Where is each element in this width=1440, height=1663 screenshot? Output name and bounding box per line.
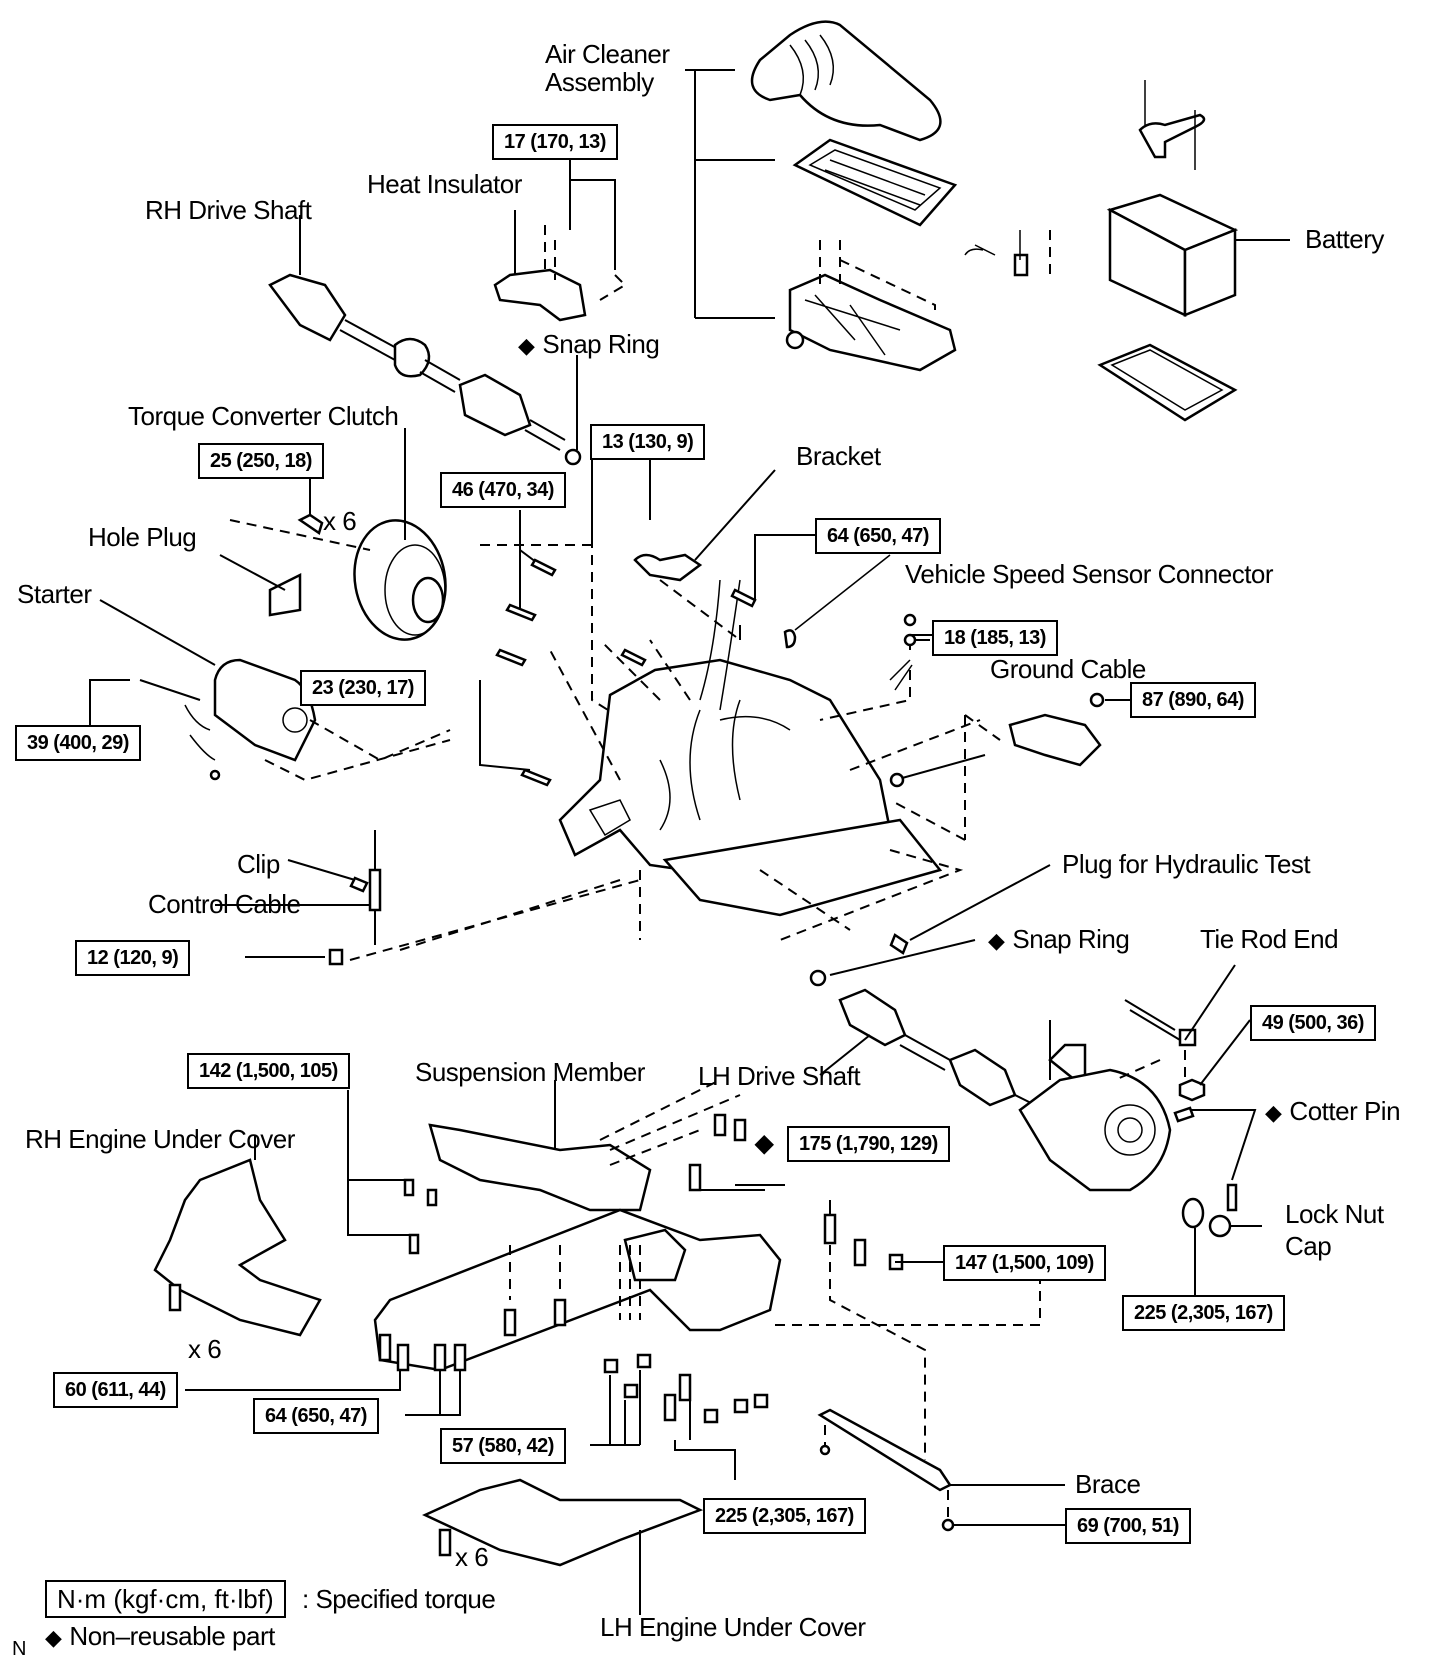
snap-ring-top-drawing: [480, 355, 641, 731]
battery-clamp: [1138, 80, 1206, 170]
suspension-bolts: [378, 1113, 1041, 1460]
torque-suspension-front-value: 175 (1,790, 129): [799, 1133, 938, 1155]
cotter-pin-text: Cotter Pin: [1289, 1096, 1401, 1126]
ground-cable-drawing: [819, 613, 975, 721]
lh-engine-under-cover-drawing: [422, 1478, 704, 1615]
label-rh-drive-shaft: RH Drive Shaft: [145, 195, 312, 225]
lh-drive-shaft-drawing: [819, 988, 1036, 1107]
label-tie-rod-end: Tie Rod End: [1200, 924, 1339, 954]
figure-marker: N: [12, 1638, 26, 1660]
legend-torque-desc: : Specified torque: [302, 1584, 496, 1614]
torque-member-center: 57 (580, 42): [440, 1428, 566, 1464]
label-air-cleaner-assembly-line2: Assembly: [545, 67, 654, 97]
cotter-pin-drawing: [1173, 1106, 1262, 1310]
air-filter: [792, 138, 958, 227]
transaxle-drawing: [399, 579, 981, 951]
non-reusable-icon: ◆: [45, 1625, 62, 1650]
torque-lock-nut: 225 (2,305, 167): [1122, 1295, 1285, 1331]
label-air-cleaner-assembly-line1: Air Cleaner: [545, 39, 670, 69]
label-control-cable: Control Cable: [148, 889, 301, 919]
label-rh-engine-under-cover: RH Engine Under Cover: [25, 1124, 295, 1154]
air-cleaner-leader: [685, 69, 775, 319]
label-heat-insulator: Heat Insulator: [367, 169, 522, 199]
non-reusable-icon: ◆: [755, 1130, 773, 1157]
qty-torque-converter-bolts: x 6: [323, 506, 357, 536]
label-cotter-pin: ◆ Cotter Pin: [1265, 1096, 1401, 1127]
label-hole-plug: Hole Plug: [88, 522, 197, 552]
suspension-member-drawing: [347, 1079, 782, 1372]
non-reusable-icon: ◆: [518, 333, 535, 358]
label-brace: Brace: [1075, 1469, 1141, 1499]
tie-rod-drawing: [1114, 964, 1251, 1102]
torque-brace: 69 (700, 51): [1065, 1508, 1191, 1544]
rh-engine-under-cover-drawing: [153, 1135, 322, 1337]
legend-torque-unit-box: N·m (kgf·cm, ft·lbf): [45, 1580, 286, 1618]
battery-drawing: [1106, 193, 1290, 317]
label-ground-cable: Ground Cable: [990, 654, 1146, 684]
label-lock-nut-cap-line2: Cap: [1285, 1231, 1332, 1261]
label-suspension-member: Suspension Member: [415, 1057, 645, 1087]
control-cable-drawing: [215, 830, 641, 966]
torque-control-cable: 12 (120, 9): [75, 940, 191, 976]
label-battery: Battery: [1305, 224, 1384, 254]
rh-drive-shaft-drawing: [268, 215, 566, 451]
non-reusable-icon: ◆: [988, 928, 1005, 953]
label-lock-nut-cap-line1: Lock Nut: [1285, 1199, 1384, 1229]
legend-non-reusable-text: Non–reusable part: [69, 1621, 275, 1651]
torque-bracket: 13 (130, 9): [590, 424, 706, 460]
torque-torque-converter: 25 (250, 18): [198, 443, 324, 479]
torque-mount-nut: 87 (890, 64): [1130, 682, 1256, 718]
torque-suspension-rear: 142 (1,500, 105): [187, 1053, 350, 1089]
torque-heat-insulator: 17 (170, 13): [492, 124, 618, 160]
torque-member-lower: 225 (2,305, 167): [703, 1498, 866, 1534]
torque-member-front-right: 64 (650, 47): [253, 1398, 379, 1434]
torque-ground-cable: 18 (185, 13): [932, 620, 1058, 656]
steering-knuckle-drawing: [1018, 1020, 1172, 1192]
label-lh-drive-shaft: LH Drive Shaft: [698, 1061, 861, 1091]
torque-converter-drawing: [229, 428, 447, 641]
snap-ring-bottom-text: Snap Ring: [1012, 924, 1130, 954]
member-leaders: [185, 1370, 736, 1480]
bracket-drawing: [633, 460, 776, 641]
transaxle-bolts: [479, 510, 647, 787]
hole-plug-drawing: [219, 554, 302, 617]
starter-drawing: [89, 599, 451, 782]
torque-member-front-left: 60 (611, 44): [53, 1372, 178, 1408]
snap-ring-bottom-drawing: [809, 939, 976, 987]
qty-lh-under-cover-bolts: x 6: [455, 1542, 489, 1572]
torque-tie-rod-nut: 49 (500, 36): [1250, 1005, 1376, 1041]
air-cleaner-case: [785, 240, 957, 372]
torque-transaxle-upper: 46 (470, 34): [440, 472, 566, 508]
label-starter: Starter: [17, 579, 92, 609]
battery-tray: [1097, 343, 1238, 422]
torque-suspension-side: 147 (1,500, 109): [943, 1245, 1106, 1281]
label-clip: Clip: [237, 849, 280, 879]
qty-rh-under-cover-bolts: x 6: [188, 1334, 222, 1364]
engine-mount-drawing: [889, 692, 1130, 841]
legend-non-reusable: ◆ Non–reusable part: [45, 1622, 275, 1652]
label-vehicle-speed-sensor-connector: Vehicle Speed Sensor Connector: [905, 559, 1274, 589]
label-torque-converter-clutch: Torque Converter Clutch: [128, 401, 399, 431]
brace-drawing: [817, 1408, 1075, 1532]
non-reusable-icon: ◆: [1265, 1100, 1282, 1125]
torque-transaxle-mid: 23 (230, 17): [300, 670, 426, 706]
label-snap-ring-bottom: ◆ Snap Ring: [988, 924, 1130, 955]
label-lh-engine-under-cover: LH Engine Under Cover: [600, 1612, 866, 1642]
label-bracket: Bracket: [796, 441, 881, 471]
hydraulic-plug-drawing: [889, 864, 1051, 955]
torque-starter: 39 (400, 29): [15, 725, 141, 761]
air-valve: [964, 230, 1051, 277]
speed-sensor-bolt: [730, 534, 891, 649]
snap-ring-top-text: Snap Ring: [542, 329, 660, 359]
heat-insulator-drawing: [493, 145, 627, 322]
label-plug-hydraulic-test: Plug for Hydraulic Test: [1062, 849, 1311, 879]
torque-speed-sensor-bolt: 64 (650, 47): [815, 518, 941, 554]
air-cleaner-cap: [750, 20, 942, 142]
torque-suspension-front: ◆ 175 (1,790, 129): [755, 1126, 950, 1162]
label-snap-ring-top: ◆ Snap Ring: [518, 329, 660, 360]
